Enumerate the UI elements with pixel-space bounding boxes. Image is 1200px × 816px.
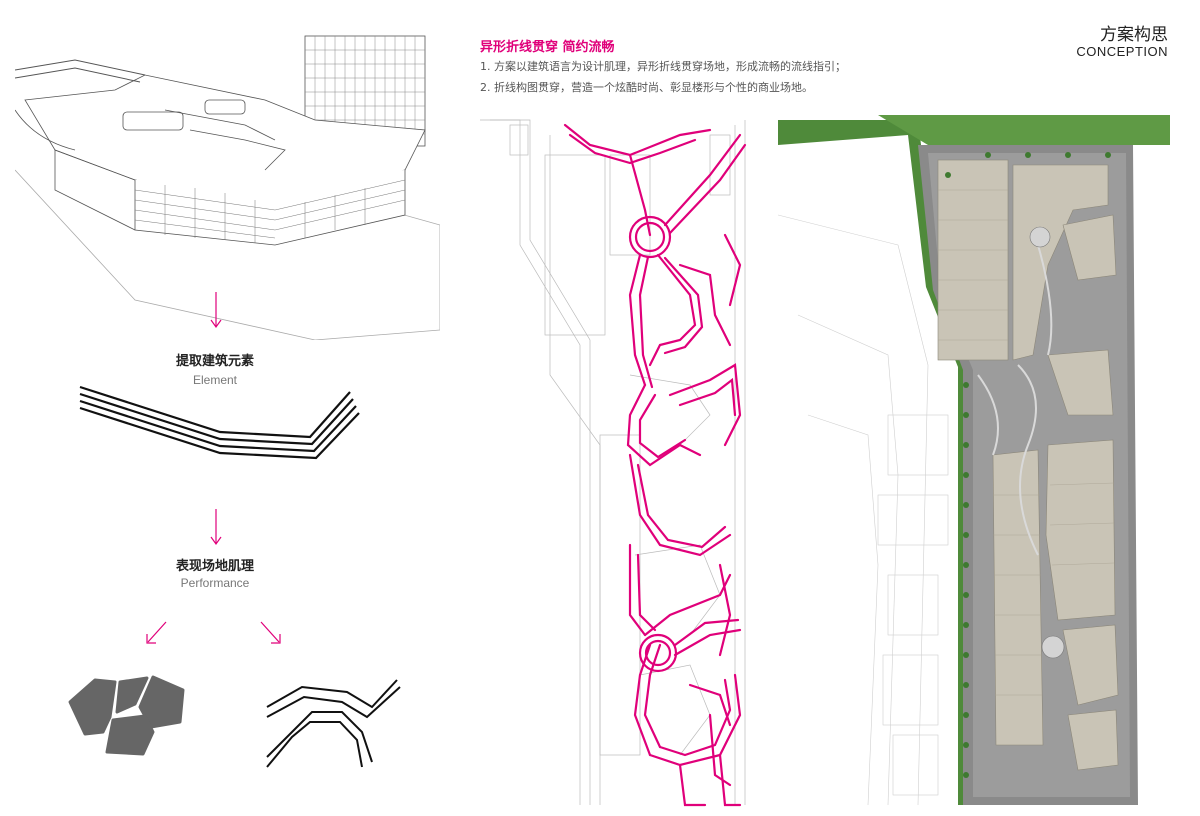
concept-line-1: 1. 方案以建筑语言为设计肌理，异形折线贯穿场地，形成流畅的流线指引； [480, 60, 846, 73]
step-performance-title: 表现场地肌理 [175, 559, 254, 574]
concept-line-2: 2. 折线构图贯穿，营造一个炫酷时尚、彰显楼形与个性的商业场地。 [480, 81, 813, 94]
concept-title: 异形折线贯穿 简约流畅 [480, 40, 615, 55]
step-element-title: 提取建筑元素 [175, 354, 254, 369]
arrow-down-right-icon [260, 621, 281, 644]
polygon-shapes-pattern [68, 675, 185, 756]
arrow-down-icon-2 [210, 509, 222, 546]
extracted-element-lines [79, 385, 360, 460]
step-performance-subtitle: Performance [180, 576, 250, 590]
page-title: 方案构思 [1100, 25, 1168, 45]
arrow-down-left-icon [146, 621, 167, 644]
building-sketch-image [15, 35, 440, 340]
page-subtitle: CONCEPTION [1076, 44, 1168, 59]
step-element-subtitle: Element [192, 373, 238, 387]
site-master-plan-image [778, 115, 1170, 815]
flow-line-site-plan [480, 119, 747, 807]
arrow-down-icon-1 [210, 292, 222, 329]
line-texture-pattern [266, 679, 401, 768]
